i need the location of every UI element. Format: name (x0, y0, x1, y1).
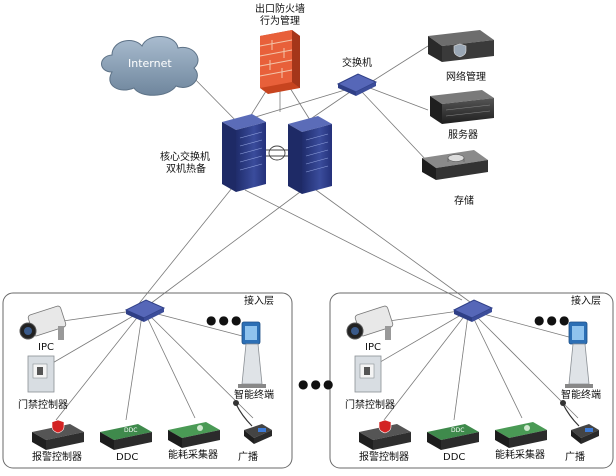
core-switch-left-icon (222, 114, 266, 192)
broadcast-label-1: 广播 (238, 452, 258, 463)
access-layer-box-2 (329, 292, 614, 469)
internet-cloud-icon (101, 36, 199, 96)
ipc-label-2: IPC (365, 342, 381, 353)
storage-label: 存储 (454, 196, 474, 207)
smart-terminal-label-1: 智能终端 (234, 390, 274, 401)
core-switch-label-1: 核心交换机 (160, 152, 210, 163)
access-switch-2-icon (452, 299, 494, 322)
firewall-icon (259, 30, 300, 94)
firewall-label-1: 出口防火墙 (255, 4, 305, 15)
switch-label: 交换机 (342, 58, 372, 69)
connection-lines (43, 45, 581, 421)
access-ellipsis-2: ●●● (534, 313, 572, 327)
door-controller-icon (27, 355, 55, 393)
alarm-controller-label-2: 报警控制器 (359, 452, 409, 463)
alarm-controller-icon (32, 419, 84, 450)
access-layer-title-1: 接入层 (244, 296, 274, 307)
broadcast-microphone-icon (233, 400, 272, 444)
network-management-label: 网络管理 (446, 72, 486, 83)
energy-collector-label-1: 能耗采集器 (168, 450, 218, 461)
core-switch-right-icon (288, 116, 332, 194)
server-icon (430, 90, 494, 124)
broadcast-label-2: 广播 (565, 452, 585, 463)
network-management-icon (428, 30, 494, 62)
access-switch-1-icon (124, 299, 166, 322)
top-switch-icon (336, 73, 378, 96)
smart-terminal-icon (238, 321, 266, 388)
ipc-label-1: IPC (38, 342, 54, 353)
smart-terminal-label-2: 智能终端 (561, 390, 601, 401)
hot-standby-link (266, 145, 288, 161)
internet-label: Internet (128, 57, 172, 70)
access-devices-1: DDC (19, 305, 272, 450)
between-ellipsis: ●●● (298, 377, 336, 391)
door-controller-label-2: 门禁控制器 (345, 400, 395, 411)
energy-collector-icon (168, 422, 220, 448)
access-ellipsis-1: ●●● (206, 313, 244, 327)
access-layer-title-2: 接入层 (571, 296, 601, 307)
ipc-camera-icon (19, 305, 67, 340)
ddc-icon: DDC (100, 424, 152, 450)
storage-icon (422, 150, 488, 180)
firewall-label-2: 行为管理 (260, 16, 300, 27)
ddc-badge: DDC (124, 427, 137, 434)
core-switch-label-2: 双机热备 (166, 164, 206, 175)
ddc-label-1: DDC (116, 452, 139, 463)
alarm-controller-label-1: 报警控制器 (32, 452, 82, 463)
door-controller-label-1: 门禁控制器 (18, 400, 68, 411)
access-layer-box-1 (2, 292, 293, 469)
energy-collector-label-2: 能耗采集器 (495, 450, 545, 461)
ddc-label-2: DDC (443, 452, 466, 463)
server-label: 服务器 (448, 130, 478, 141)
